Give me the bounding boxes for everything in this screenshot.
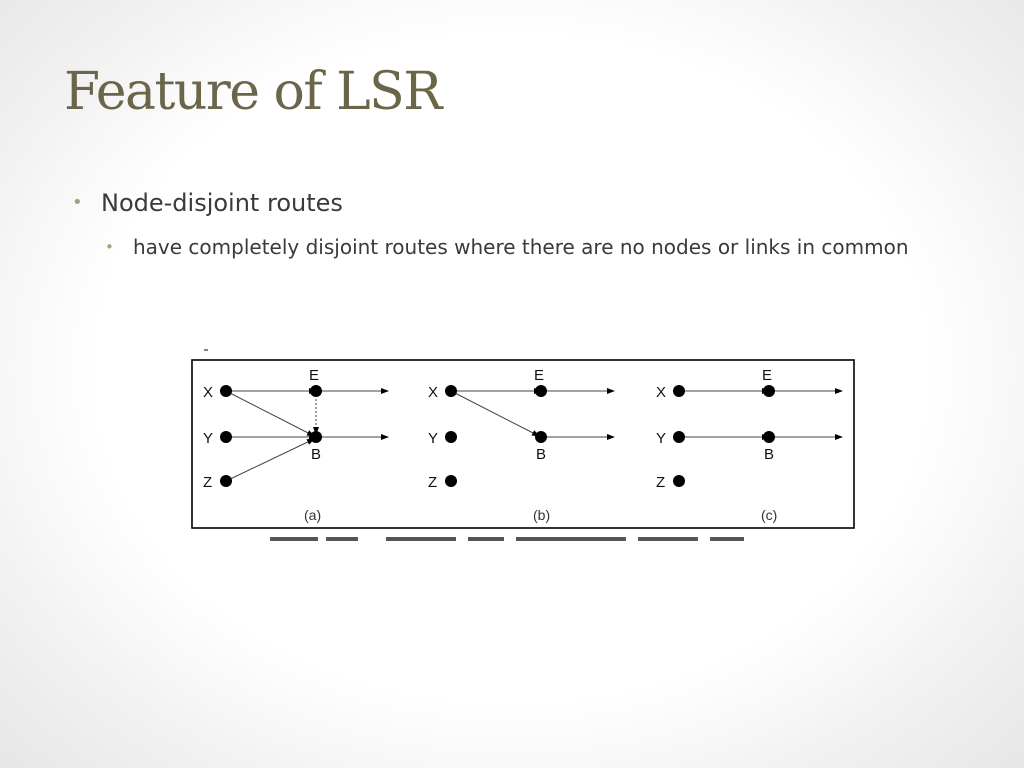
node-z bbox=[445, 475, 457, 487]
node-label-y: Y bbox=[203, 430, 213, 447]
node-label-y: Y bbox=[428, 430, 438, 447]
node-label-e: E bbox=[762, 367, 772, 384]
node-x bbox=[445, 385, 457, 397]
route-diagram-figure: X Y Z E B (a) X Y Z E bbox=[186, 344, 862, 544]
bullet-text: Node-disjoint routes bbox=[101, 189, 343, 217]
panel-caption: (c) bbox=[761, 507, 777, 523]
node-label-z: Z bbox=[656, 474, 665, 491]
node-b bbox=[763, 431, 775, 443]
panel-b: X Y Z E B (b) bbox=[428, 367, 615, 523]
node-label-x: X bbox=[203, 384, 213, 401]
node-label-y: Y bbox=[656, 430, 666, 447]
node-label-z: Z bbox=[428, 474, 437, 491]
node-label-z: Z bbox=[203, 474, 212, 491]
node-y bbox=[673, 431, 685, 443]
bullet-item: • Node-disjoint routes bbox=[72, 186, 952, 220]
node-label-x: X bbox=[428, 384, 438, 401]
panel-a: X Y Z E B (a) bbox=[203, 367, 389, 523]
node-y bbox=[445, 431, 457, 443]
sub-bullet-text: have completely disjoint routes where th… bbox=[133, 235, 909, 259]
node-label-x: X bbox=[656, 384, 666, 401]
node-e bbox=[535, 385, 547, 397]
bullet-dot-icon: • bbox=[105, 238, 114, 256]
panel-c: X Y Z E B (c) bbox=[656, 367, 843, 523]
bullet-dot-icon: • bbox=[72, 192, 83, 213]
node-z bbox=[220, 475, 232, 487]
node-b bbox=[310, 431, 322, 443]
node-label-b: B bbox=[536, 446, 546, 463]
route-diagram: X Y Z E B (a) X Y Z E bbox=[191, 349, 855, 541]
node-z bbox=[673, 475, 685, 487]
slide-title: Feature of LSR bbox=[64, 62, 442, 122]
node-x bbox=[220, 385, 232, 397]
node-label-b: B bbox=[764, 446, 774, 463]
panel-caption: (b) bbox=[533, 507, 550, 523]
node-b bbox=[535, 431, 547, 443]
sub-bullet-item: • have completely disjoint routes where … bbox=[105, 230, 933, 264]
node-label-e: E bbox=[534, 367, 544, 384]
bullet-list: • Node-disjoint routes • have completely… bbox=[72, 186, 952, 264]
node-label-e: E bbox=[309, 367, 319, 384]
node-e bbox=[310, 385, 322, 397]
node-label-b: B bbox=[311, 446, 321, 463]
node-x bbox=[673, 385, 685, 397]
figure-frame bbox=[191, 359, 855, 529]
clipped-caption-remnant bbox=[270, 537, 744, 541]
panel-caption: (a) bbox=[304, 507, 321, 523]
node-y bbox=[220, 431, 232, 443]
node-e bbox=[763, 385, 775, 397]
